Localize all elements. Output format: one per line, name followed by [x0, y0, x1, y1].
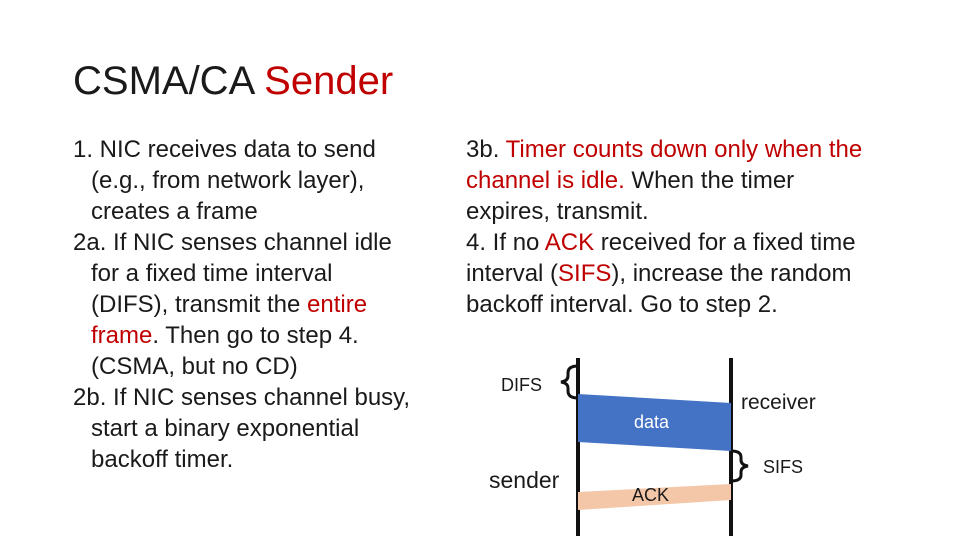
title-main: CSMA/CA [73, 59, 254, 103]
sifs-label: SIFS [763, 457, 803, 477]
step-3b-line-3: expires, transmit. [466, 198, 649, 225]
step-2a-line-5: (CSMA, but no CD) [91, 353, 298, 380]
ack-frame-arrow [578, 484, 731, 510]
step-4-prefix: 4. If no [466, 229, 545, 256]
step-3b-timer: Timer counts down only when the [505, 136, 863, 163]
left-column: 1. NIC receives data to send (e.g., from… [73, 134, 410, 475]
step-4-line-3: backoff interval. Go to step 2. [466, 291, 778, 318]
step-4-increase: ), increase the random [611, 260, 852, 287]
step-3b-line-1: 3b. Timer counts down only when the [466, 134, 862, 165]
receiver-label: receiver [741, 391, 816, 414]
step-1-line-3: creates a frame [91, 198, 258, 225]
step-2b-line-3: backoff timer. [91, 446, 234, 473]
ack-label: ACK [632, 485, 669, 505]
sender-label: sender [489, 467, 560, 493]
step-1-line-2: (e.g., from network layer), [91, 167, 365, 194]
title-accent: Sender [264, 59, 394, 103]
step-3b-idle: channel is idle. [466, 167, 625, 194]
sifs-brace [730, 449, 749, 483]
step-2b-line-2: start a binary exponential [91, 415, 360, 442]
step-2a-line-1: 2a. If NIC senses channel idle [73, 229, 392, 256]
difs-brace [560, 364, 579, 400]
step-2a-line-3: (DIFS), transmit the entire [73, 289, 410, 320]
step-4-suffix: received for a fixed time [594, 229, 856, 256]
step-2b-line-1: 2b. If NIC senses channel busy, [73, 384, 411, 411]
step-4-sifs: SIFS [558, 260, 612, 287]
step-4-interval: interval ( [466, 260, 559, 287]
step-3b-when: When the timer [624, 167, 795, 194]
step-2a-line-2: for a fixed time interval [91, 260, 333, 287]
step-2a-frame: frame [91, 322, 153, 349]
step-1-line-1: 1. NIC receives data to send [73, 136, 376, 163]
step-2a-entire: entire [307, 291, 368, 318]
step-4-line-1: 4. If no ACK received for a fixed time [466, 227, 862, 258]
slide-title: CSMA/CA Sender [73, 56, 393, 106]
step-4-ack: ACK [544, 229, 595, 256]
step-2a-text: (DIFS), transmit the [91, 291, 308, 318]
step-4-line-2: interval (SIFS), increase the random [466, 258, 862, 289]
step-3b-number: 3b. [466, 136, 506, 163]
data-frame-arrow [578, 394, 731, 451]
step-2a-then: . Then go to step 4. [152, 322, 359, 349]
step-3b-line-2: channel is idle. When the timer [466, 165, 862, 196]
right-column: 3b. Timer counts down only when the chan… [466, 134, 862, 320]
step-2a-line-4: frame. Then go to step 4. [73, 320, 410, 351]
difs-label: DIFS [501, 375, 542, 395]
data-label: data [634, 412, 670, 432]
